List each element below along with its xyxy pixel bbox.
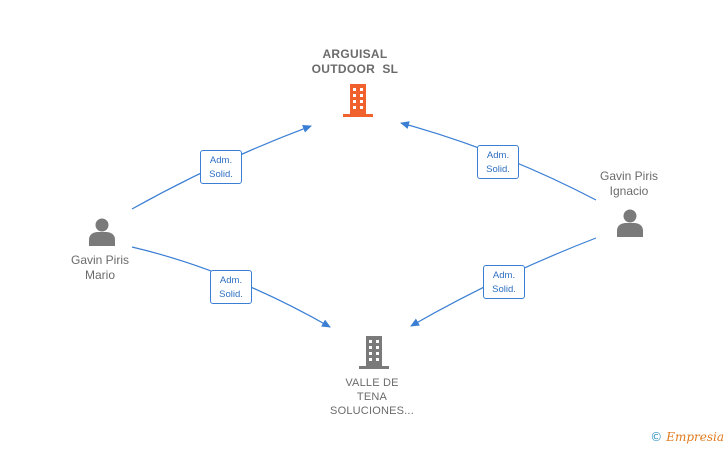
- person-icon[interactable]: [615, 208, 645, 238]
- edge-role-line2: Solid.: [486, 164, 510, 175]
- copyright-icon: ©: [650, 430, 663, 444]
- company-bottom-name-line3: SOLUCIONES...: [330, 405, 414, 417]
- edge-role-line1: Adm.: [492, 270, 516, 281]
- person-icon[interactable]: [87, 217, 117, 247]
- edge-role-badge[interactable]: Adm. Solid.: [210, 270, 252, 304]
- company-top-label[interactable]: ARGUISAL OUTDOOR SL: [298, 47, 412, 77]
- person-right-name-line2: Ignacio: [609, 184, 649, 198]
- edge-role-line2: Solid.: [219, 289, 243, 300]
- company-bottom-label[interactable]: VALLE DE TENA SOLUCIONES...: [314, 376, 430, 418]
- edge-role-badge[interactable]: Adm. Solid.: [200, 150, 242, 184]
- edge-role-line1: Adm.: [209, 155, 233, 166]
- company-bottom-name-line1: VALLE DE: [345, 377, 399, 389]
- person-left-name-line1: Gavin Piris: [70, 253, 129, 267]
- person-left-name-line2: Mario: [84, 268, 115, 282]
- brand-name: Empresia: [666, 430, 724, 444]
- person-left-label[interactable]: Gavin Piris Mario: [59, 253, 141, 283]
- company-bottom-name-line2: TENA: [356, 391, 388, 403]
- building-icon[interactable]: [341, 83, 375, 119]
- company-top-name-line2: OUTDOOR SL: [311, 62, 399, 76]
- edge-role-line1: Adm.: [219, 275, 243, 286]
- edge-role-line1: Adm.: [486, 150, 510, 161]
- edge-role-badge[interactable]: Adm. Solid.: [483, 265, 525, 299]
- building-icon[interactable]: [357, 335, 391, 371]
- brand-watermark: ©Empresia: [650, 430, 724, 444]
- edge-role-line2: Solid.: [492, 284, 516, 295]
- company-top-name-line1: ARGUISAL: [322, 47, 388, 61]
- edge-role-badge[interactable]: Adm. Solid.: [477, 145, 519, 179]
- edge-role-line2: Solid.: [209, 169, 233, 180]
- person-right-name-line1: Gavin Piris: [599, 169, 658, 183]
- person-right-label[interactable]: Gavin Piris Ignacio: [586, 169, 672, 199]
